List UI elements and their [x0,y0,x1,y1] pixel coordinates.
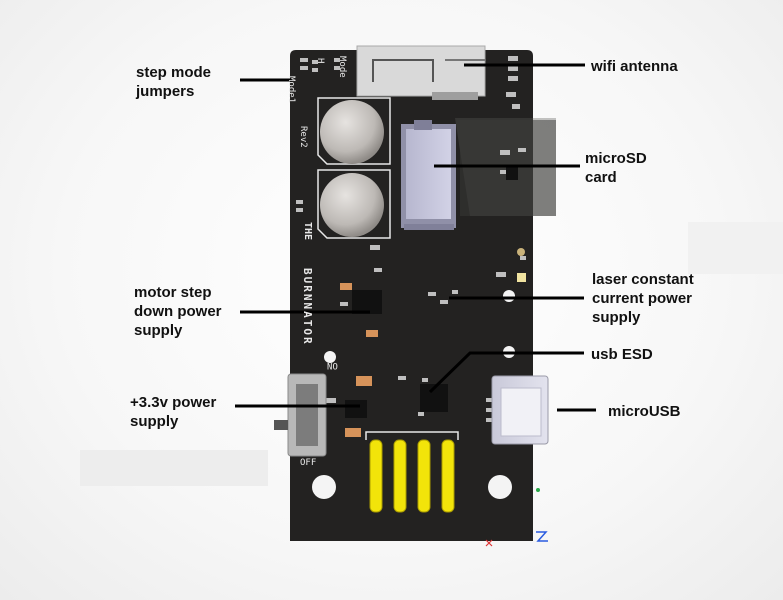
test-pad [517,248,525,256]
capacitor-outline [317,97,391,165]
label-step-mode-jumpers: step mode jumpers [136,63,211,101]
label-line: step mode [136,64,212,81]
silkscreen-mode: Mode [337,56,347,78]
microusb-connector [491,375,549,445]
label-microusb: microUSB [608,402,681,421]
label-line: jumpers [136,83,195,100]
silkscreen-h: H [315,58,325,64]
capacitor [320,100,384,164]
label-line: down power [134,303,222,320]
label-motor-step-down: motor step down power supply [134,283,222,340]
label-line: supply [592,309,641,326]
silkscreen-switch-off: OFF [300,458,317,468]
label-line: laser constant [592,271,694,288]
capacitor [320,173,384,237]
label-line: supply [130,413,179,430]
background-panel [80,450,268,486]
label-microsd-card: microSD card [585,149,647,187]
silkscreen-mode1: Mode1 [286,76,296,104]
label-line: microSD [585,150,647,167]
wifi-antenna-module [356,45,486,100]
label-line: microUSB [608,403,681,420]
label-line: +3.3v power [130,394,217,411]
smd-components [296,56,526,422]
silkscreen-board-name: BURNNATOR [301,268,314,346]
capacitor-outline [317,169,391,239]
pin-header [365,431,459,513]
label-line: supply [134,322,183,339]
silkscreen-the: THE [302,222,313,241]
label-usb-esd: usb ESD [591,345,653,364]
label-line: current power [592,290,693,307]
label-line: usb ESD [591,346,653,363]
mounting-holes [312,290,515,499]
silkscreen-rev: Rev2 [298,126,308,148]
label-laser-constant-current: laser constant current power supply [592,270,694,327]
microsd-socket [401,120,456,230]
leader-lines [235,63,596,412]
label-line: motor step [134,284,212,301]
background-panel [688,222,783,274]
test-pad [517,273,526,282]
label-3v3-power-supply: +3.3v power supply [130,393,216,431]
label-wifi-antenna: wifi antenna [591,57,678,76]
label-line: wifi antenna [591,58,678,75]
power-slide-switch [274,373,327,457]
label-line: card [585,169,617,186]
silkscreen-switch-on: ON [327,360,338,370]
axis-gizmo [485,488,548,547]
